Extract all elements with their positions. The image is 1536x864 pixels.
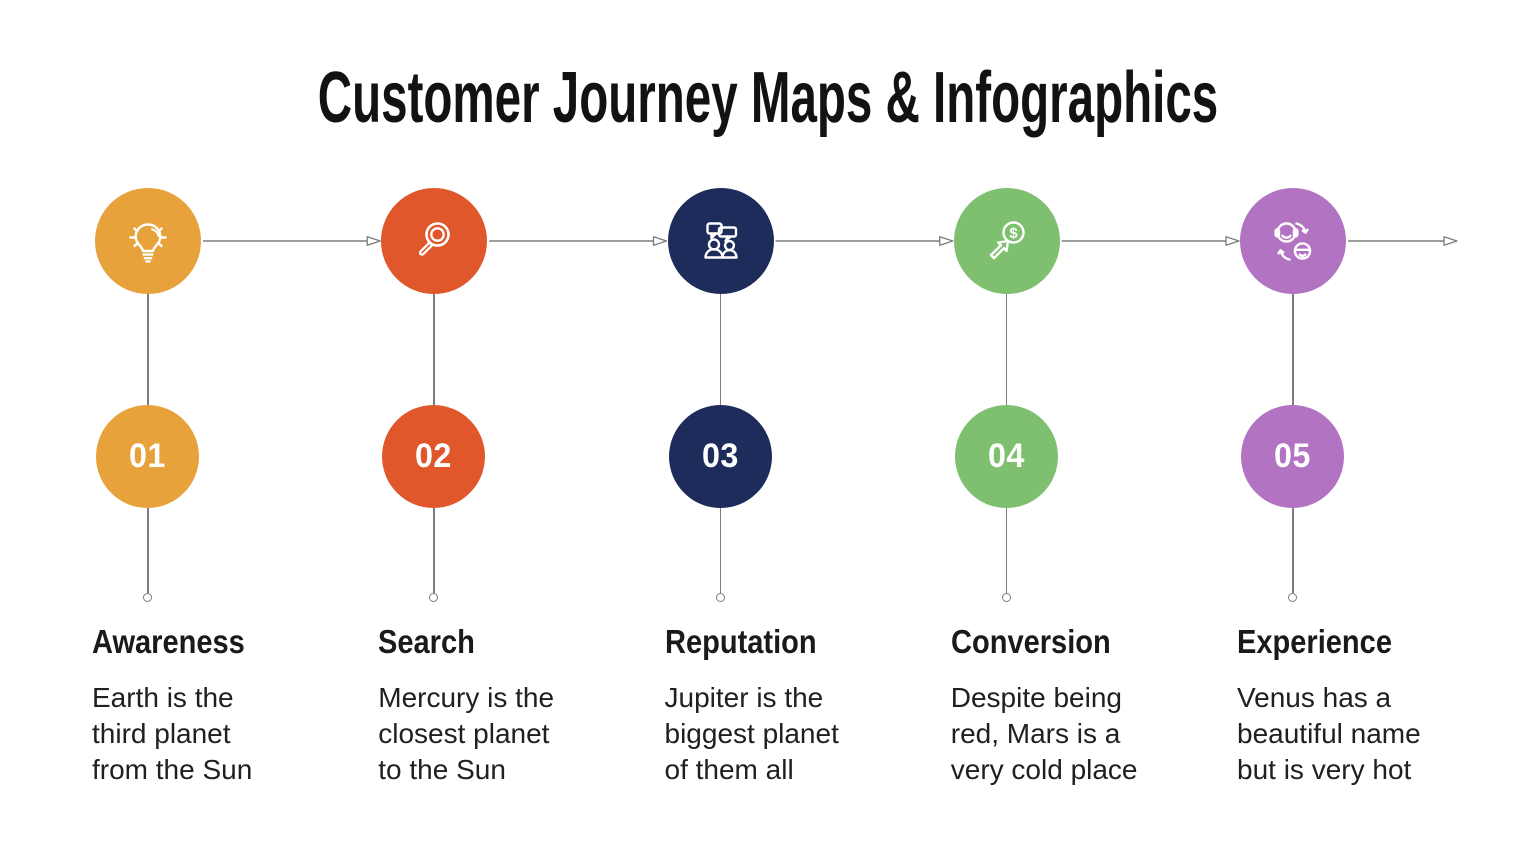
stage-number-circle: 03 (668, 405, 772, 508)
stage-title: Experience (1237, 623, 1392, 660)
stage-description-line: third planet (92, 718, 231, 749)
arrowhead-icon (1443, 236, 1458, 246)
connector-line (1005, 508, 1008, 593)
journey-stage: 03 Reputation Jupiter is the biggest plan… (606, 188, 839, 808)
stage-title: Search (378, 623, 476, 660)
stage-description: Earth is the third planet from the Sun (92, 680, 252, 788)
stage-number: 03 (701, 437, 739, 475)
stage-description: Mercury is the closest planet to the Sun (378, 680, 554, 788)
stage-icon-circle (1240, 188, 1346, 294)
stage-icon-circle (381, 188, 488, 294)
stage-icon-circle (95, 188, 201, 294)
stage-description: Despite being red, Mars is a very cold pla… (951, 680, 1138, 788)
customer-exchange-icon (1263, 211, 1323, 271)
stage-icon-circle: $ (953, 188, 1060, 294)
stage-description-line: very cold place (950, 754, 1138, 785)
people-chat-icon (691, 211, 751, 271)
stage-description-line: biggest planet (664, 718, 839, 749)
stage-number: 01 (129, 437, 166, 475)
stage-description-line: red, Mars is a (950, 718, 1121, 749)
cursor-dollar-icon: $ (977, 211, 1037, 271)
stage-number-circle: 02 (382, 405, 486, 508)
journey-stage: $ 04 Conversion Despite being red, Mars i… (892, 188, 1138, 808)
journey-stage: 05 Experience Venus has a beautiful name b… (1178, 188, 1421, 808)
connector-end-dot (715, 593, 725, 602)
journey-stage: 02 Search Mercury is the closest planet to… (319, 188, 554, 808)
stage-description: Jupiter is the biggest planet of them all (665, 680, 839, 788)
connector-line (1292, 294, 1294, 405)
connector-line (719, 294, 721, 405)
connector-line (147, 508, 149, 593)
stage-description-line: beautiful name (1237, 718, 1421, 749)
stage-number-circle: 01 (96, 405, 199, 508)
stage-description-line: Jupiter is the (664, 682, 824, 713)
connector-end-dot (1001, 593, 1011, 602)
stage-description-line: Earth is the (92, 682, 234, 713)
stage-number: 04 (987, 437, 1025, 475)
magnifier-icon (404, 211, 464, 271)
stage-title: Awareness (92, 623, 245, 660)
connector-line (147, 294, 149, 405)
stage-description-line: Despite being (950, 682, 1122, 713)
stage-description-line: Mercury is the (378, 682, 555, 713)
stage-title: Conversion (950, 623, 1111, 660)
connector-line (433, 508, 435, 593)
stage-description-line: from the Sun (92, 754, 253, 785)
connector-line (719, 508, 721, 593)
connector-line (1005, 294, 1008, 405)
stage-description-line: to the Sun (378, 754, 506, 785)
stage-number-circle: 05 (1241, 405, 1344, 508)
page-title: Customer Journey Maps & Infographics (317, 58, 1219, 138)
connector-end-dot (429, 593, 439, 602)
svg-text:$: $ (1009, 225, 1018, 242)
stage-description-line: of them all (664, 754, 794, 785)
connector-line (433, 294, 435, 405)
stage-description: Venus has a beautiful name but is very hot (1237, 680, 1421, 788)
stage-number-circle: 04 (954, 405, 1058, 508)
stage-description-line: closest planet (378, 718, 550, 749)
stage-number: 02 (415, 437, 453, 475)
stage-title: Reputation (664, 623, 817, 660)
connector-end-dot (1288, 593, 1297, 602)
stage-description-line: Venus has a (1237, 682, 1392, 713)
lightbulb-icon (118, 211, 178, 271)
stage-description-line: but is very hot (1237, 754, 1412, 785)
stage-icon-circle (667, 188, 774, 294)
connector-end-dot (143, 593, 152, 602)
connector-line (1292, 508, 1294, 593)
stage-number: 05 (1274, 437, 1311, 475)
journey-stage: 01 Awareness Earth is the third planet fro… (33, 188, 263, 808)
